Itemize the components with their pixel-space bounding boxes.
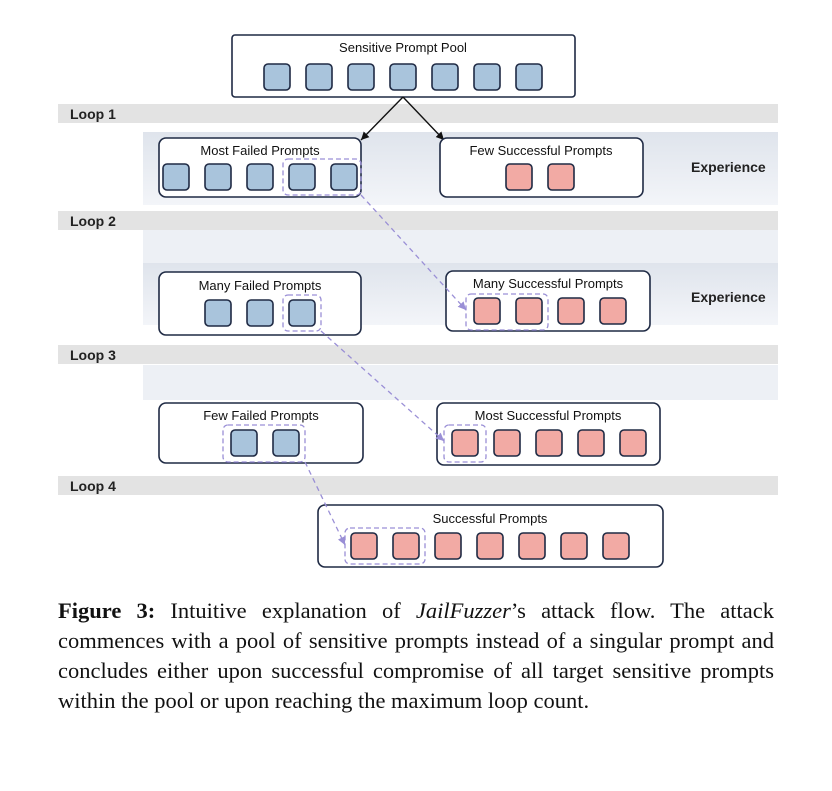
arrow-to-success: [402, 96, 445, 141]
experience-label-1: Experience: [691, 159, 766, 175]
flow-arrow-1: [360, 194, 467, 311]
failed-prompt-square: [288, 299, 316, 327]
flow-arrow-3: [304, 461, 346, 546]
flow-arrow-2: [320, 330, 445, 442]
stage3-failed-squares: [230, 429, 300, 457]
arrow-to-failed: [360, 96, 404, 141]
most-successful-prompts-title: Most Successful Prompts: [475, 408, 622, 423]
pool-prompt-square: [389, 63, 417, 91]
stage3-selection-dashed: [222, 424, 306, 463]
stage2-failed-squares: [204, 299, 316, 327]
successful-prompt-square: [392, 532, 420, 560]
final-selection-dashed: [344, 527, 426, 565]
successful-prompt-square: [535, 429, 563, 457]
few-successful-prompts-box: [439, 137, 644, 198]
caption-emphasis: JailFuzzer: [415, 598, 511, 623]
failed-prompt-square: [162, 163, 190, 191]
successful-prompt-square: [599, 297, 627, 325]
stage3-success-squares: [451, 429, 647, 457]
failed-prompt-square: [272, 429, 300, 457]
many-failed-prompts-title: Many Failed Prompts: [199, 278, 322, 293]
successful-prompt-square: [619, 429, 647, 457]
failed-prompt-square: [246, 299, 274, 327]
few-failed-prompts-title: Few Failed Prompts: [203, 408, 319, 423]
stage3-success-dashed: [443, 424, 487, 463]
pool-prompt-square: [515, 63, 543, 91]
successful-prompt-square: [451, 429, 479, 457]
pool-prompt-square: [473, 63, 501, 91]
pool-prompt-square: [347, 63, 375, 91]
stage2-success-dashed: [465, 293, 549, 331]
pool-prompt-squares: [263, 63, 543, 91]
pool-prompt-square: [305, 63, 333, 91]
successful-prompt-square: [434, 532, 462, 560]
pool-prompt-square: [431, 63, 459, 91]
loop-label-4: Loop 4: [70, 478, 116, 494]
successful-prompt-square: [473, 297, 501, 325]
failed-prompt-square: [288, 163, 316, 191]
pool-prompt-square: [263, 63, 291, 91]
few-successful-prompts-title: Few Successful Prompts: [469, 143, 613, 158]
loop-band-4: [58, 476, 778, 495]
many-successful-prompts-title: Many Successful Prompts: [473, 276, 624, 291]
failed-prompt-square: [204, 163, 232, 191]
successful-prompt-square: [476, 532, 504, 560]
experience-funnel-2: [143, 365, 778, 400]
successful-prompt-square: [602, 532, 630, 560]
few-failed-prompts-box: [158, 402, 364, 464]
successful-prompt-square: [518, 532, 546, 560]
loop-label-2: Loop 2: [70, 213, 116, 229]
sensitive-prompt-pool-title: Sensitive Prompt Pool: [339, 40, 467, 55]
stage2-selection-dashed: [282, 294, 322, 332]
stage1-success-squares: [505, 163, 575, 191]
loop-label-1: Loop 1: [70, 106, 116, 122]
loop-band-2: [58, 211, 778, 230]
failed-prompt-square: [230, 429, 258, 457]
caption-text-before: Intuitive explanation of: [155, 598, 416, 623]
failed-prompt-square: [330, 163, 358, 191]
stage1-selection-dashed: [282, 158, 362, 196]
successful-prompt-square: [493, 429, 521, 457]
final-success-squares: [350, 532, 630, 560]
successful-prompt-square: [560, 532, 588, 560]
caption-text-after: ’s attack flow. The attack commences wit…: [58, 598, 774, 713]
successful-prompts-title: Successful Prompts: [433, 511, 548, 526]
successful-prompt-square: [557, 297, 585, 325]
figure-caption: Figure 3: Intuitive explanation of JailF…: [58, 596, 774, 716]
failed-prompt-square: [246, 163, 274, 191]
experience-label-2: Experience: [691, 289, 766, 305]
successful-prompt-square: [505, 163, 533, 191]
most-failed-prompts-title: Most Failed Prompts: [200, 143, 320, 158]
successful-prompt-square: [515, 297, 543, 325]
failed-prompt-square: [204, 299, 232, 327]
experience-funnel-1: [143, 230, 778, 263]
caption-label: Figure 3:: [58, 598, 156, 623]
loop-label-3: Loop 3: [70, 347, 116, 363]
stage2-success-squares: [473, 297, 627, 325]
loop-band-3: [58, 345, 778, 364]
successful-prompt-square: [577, 429, 605, 457]
attack-flow-diagram: Loop 1 Loop 2 Loop 3 Loop 4 Experience E…: [58, 34, 778, 568]
stage1-failed-squares: [162, 163, 358, 191]
successful-prompt-square: [547, 163, 575, 191]
successful-prompt-square: [350, 532, 378, 560]
